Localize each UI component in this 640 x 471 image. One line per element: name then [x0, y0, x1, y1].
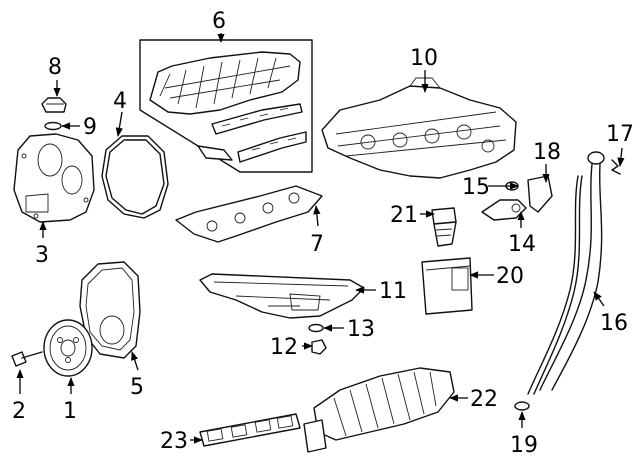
callout-20: 20	[496, 264, 524, 289]
part-18-bracket	[527, 175, 553, 213]
callout-4: 4	[113, 89, 127, 114]
callout-14: 14	[508, 232, 536, 257]
part-23-intake-gasket	[199, 413, 301, 447]
callout-18: 18	[533, 140, 561, 165]
leader-lines	[16, 33, 625, 444]
callout-22: 22	[470, 387, 498, 412]
part-9-seal-ring	[44, 121, 62, 131]
part-4-timing-cover-gasket	[101, 135, 169, 219]
part-5-engine-front-cover	[79, 261, 141, 359]
callout-17: 17	[606, 122, 634, 147]
part-20-oil-filter	[421, 257, 473, 315]
callout-23: 23	[160, 429, 188, 454]
callout-15: 15	[462, 175, 490, 200]
callout-11: 11	[379, 279, 407, 304]
part-2-bolt	[11, 351, 43, 367]
leader-17	[617, 147, 625, 167]
part-8-oil-filler-cap	[41, 97, 67, 113]
part-21-oil-filter-cap	[431, 207, 457, 247]
part-3-timing-cover	[13, 133, 95, 223]
part-1-crankshaft-pulley	[43, 319, 93, 377]
callout-7: 7	[310, 232, 324, 257]
callout-2: 2	[12, 399, 26, 424]
part-22-intake-manifold	[303, 367, 455, 453]
part-6-camshaft-housing-assembly	[139, 39, 313, 173]
part-16-dipstick-tube	[527, 151, 605, 395]
callout-19: 19	[510, 433, 538, 458]
leader-16	[593, 291, 605, 307]
callout-13: 13	[347, 317, 375, 342]
callout-8: 8	[48, 55, 62, 80]
leader-5	[131, 351, 139, 371]
callout-12: 12	[270, 335, 298, 360]
part-13-drain-plug-seal	[308, 323, 324, 333]
callout-16: 16	[600, 311, 628, 336]
callout-1: 1	[63, 399, 77, 424]
callout-labels: 6 8 9 4 10 3 7 15 18 17 21 14 20 11 13 1…	[12, 9, 634, 458]
part-19-tube-seal	[514, 401, 530, 411]
callout-5: 5	[130, 375, 144, 400]
part-10-cylinder-head	[321, 77, 517, 179]
part-14-valve-assembly	[481, 199, 527, 221]
callout-3: 3	[35, 243, 49, 268]
leader-4	[115, 111, 123, 137]
leader-7	[313, 205, 321, 227]
part-7-gasket-plate	[175, 185, 323, 243]
callout-6: 6	[212, 9, 226, 34]
part-12-drain-plug	[311, 339, 327, 355]
callout-9: 9	[83, 115, 97, 140]
part-11-oil-pan	[199, 273, 365, 319]
part-17-clip	[611, 159, 621, 175]
callout-21: 21	[390, 203, 418, 228]
callout-10: 10	[410, 46, 438, 71]
